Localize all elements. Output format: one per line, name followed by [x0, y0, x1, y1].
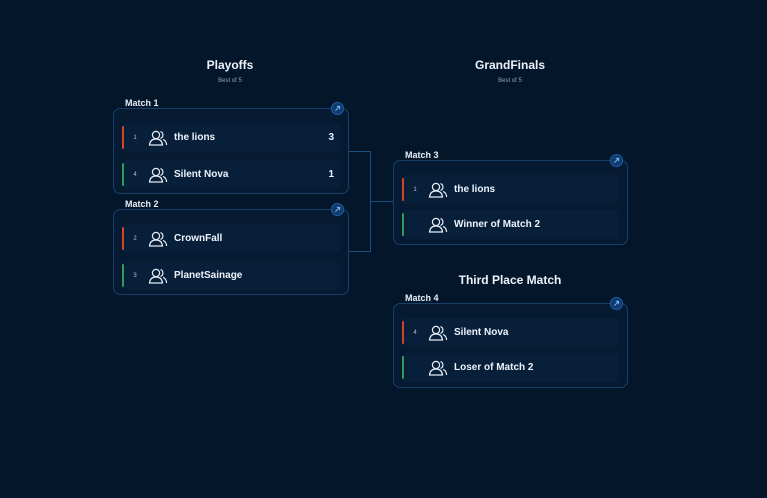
- team-name: PlanetSainage: [174, 270, 243, 281]
- match-card-1[interactable]: Match 1 1 the lions 3 4 Silent Nova 1: [113, 98, 349, 194]
- arrow-up-right-icon: [614, 300, 620, 306]
- connector-m2-out: [349, 251, 371, 252]
- team-seed: 4: [413, 329, 417, 336]
- row-accent: [402, 321, 404, 344]
- team-row[interactable]: 1 the lions 3: [122, 123, 340, 152]
- users-icon: [148, 268, 168, 284]
- users-icon: [148, 167, 168, 183]
- team-seed: 2: [133, 235, 137, 242]
- match-link-button[interactable]: [331, 203, 344, 216]
- match-link-button[interactable]: [610, 154, 623, 167]
- team-seed: 1: [133, 134, 137, 141]
- team-name: the lions: [454, 184, 496, 195]
- team-name: the lions: [174, 132, 216, 143]
- match-card-2[interactable]: Match 2 2 CrownFall 3 PlanetSainage: [113, 199, 349, 295]
- match-label: Match 4: [404, 293, 440, 303]
- match-label: Match 3: [404, 150, 440, 160]
- users-icon: [428, 325, 448, 341]
- match-card-4[interactable]: Match 4 4 Silent Nova Loser of Match 2: [393, 293, 628, 388]
- row-accent: [402, 178, 404, 201]
- connector-m1-out: [349, 151, 371, 152]
- row-accent: [122, 163, 124, 186]
- match-label: Match 1: [124, 98, 160, 108]
- team-seed: 1: [413, 186, 417, 193]
- team-row[interactable]: 4 Silent Nova 1: [122, 160, 340, 189]
- team-row[interactable]: 1 the lions: [402, 175, 619, 204]
- team-row[interactable]: 4 Silent Nova: [402, 318, 619, 347]
- team-row[interactable]: 2 CrownFall: [122, 224, 340, 253]
- row-accent: [402, 356, 404, 379]
- team-name: Loser of Match 2: [454, 362, 534, 373]
- round-title-playoffs: Playoffs: [206, 58, 254, 72]
- team-seed: 4: [133, 171, 137, 178]
- team-name: CrownFall: [174, 233, 223, 244]
- users-icon: [428, 217, 448, 233]
- users-icon: [148, 130, 168, 146]
- round-title-grandfinals: GrandFinals: [474, 58, 545, 72]
- row-accent: [402, 213, 404, 236]
- round-title-third-place: Third Place Match: [458, 273, 562, 287]
- users-icon: [148, 231, 168, 247]
- row-accent: [122, 126, 124, 149]
- team-score: 3: [328, 132, 334, 143]
- match-label: Match 2: [124, 199, 160, 209]
- team-row[interactable]: Winner of Match 2: [402, 210, 619, 239]
- round-subtitle-playoffs: Best of 5: [218, 78, 242, 84]
- team-row[interactable]: 3 PlanetSainage: [122, 261, 340, 290]
- team-name: Winner of Match 2: [454, 219, 541, 230]
- team-name: Silent Nova: [174, 169, 229, 180]
- team-seed: 3: [133, 272, 137, 279]
- arrow-up-right-icon: [614, 157, 620, 163]
- users-icon: [428, 360, 448, 376]
- row-accent: [122, 264, 124, 287]
- team-score: 1: [328, 169, 334, 180]
- match-link-button[interactable]: [331, 102, 344, 115]
- users-icon: [428, 182, 448, 198]
- arrow-up-right-icon: [335, 206, 341, 212]
- match-link-button[interactable]: [610, 297, 623, 310]
- team-row[interactable]: Loser of Match 2: [402, 353, 619, 382]
- match-card-3[interactable]: Match 3 1 the lions Winner of Match 2: [393, 150, 628, 245]
- arrow-up-right-icon: [335, 105, 341, 111]
- connector-to-m3: [370, 201, 393, 202]
- team-name: Silent Nova: [454, 327, 509, 338]
- row-accent: [122, 227, 124, 250]
- round-subtitle-grandfinals: Best of 5: [498, 78, 522, 84]
